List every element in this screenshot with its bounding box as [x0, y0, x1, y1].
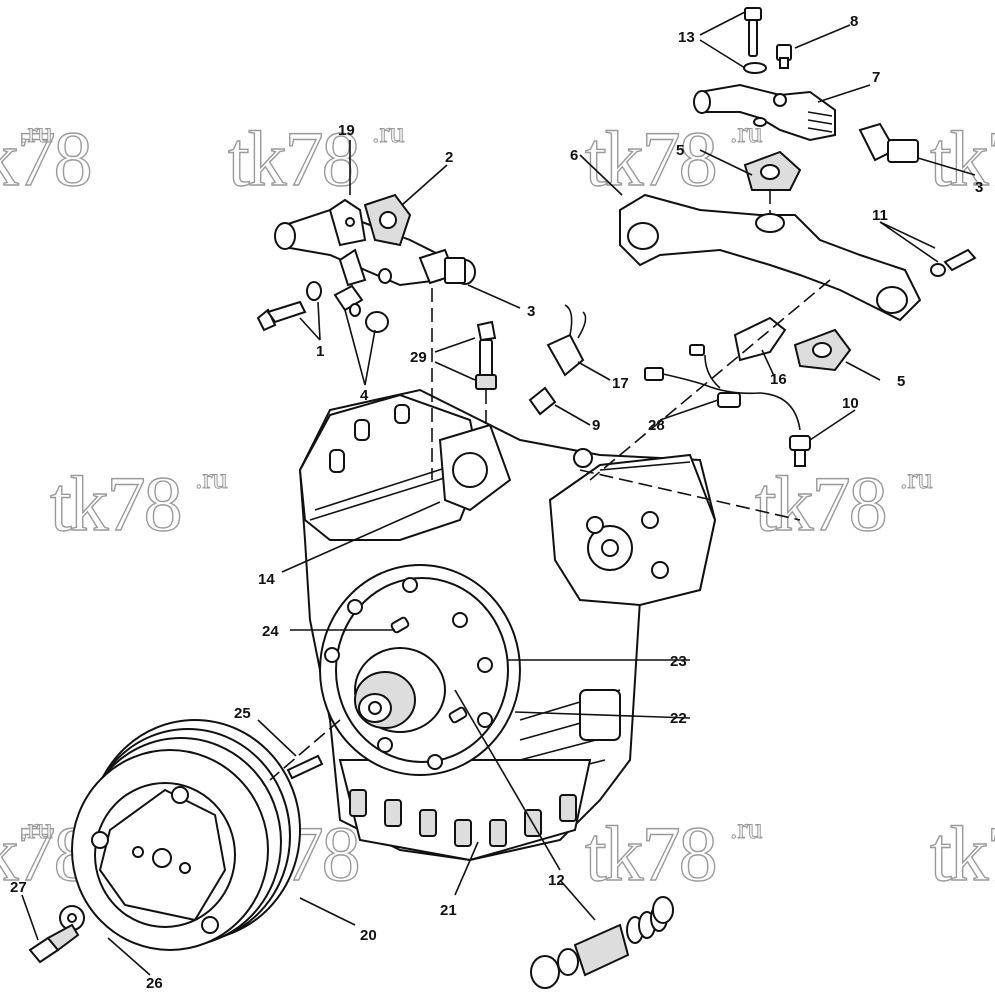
callout-29: 29	[410, 349, 427, 366]
callout-28: 28	[648, 417, 665, 434]
assembly-lines	[269, 190, 831, 781]
callout-24: 24	[262, 623, 279, 640]
callout-21: 21	[440, 902, 457, 919]
watermark-text: tk78	[930, 115, 995, 202]
callout-27: 27	[10, 879, 27, 896]
fitting-9	[528, 386, 557, 416]
callout-26: 26	[146, 975, 163, 992]
pulley-20	[71, 719, 301, 951]
watermark-text: tk78	[585, 810, 716, 897]
callout-5: 5	[897, 373, 905, 390]
callout-3: 3	[527, 303, 535, 320]
leader-lines	[21, 11, 976, 976]
callout-9: 9	[592, 417, 600, 434]
bolt-1	[256, 281, 322, 332]
wire-28	[644, 354, 801, 431]
watermark-sup: .ru	[20, 116, 53, 149]
switch-16	[689, 316, 787, 362]
fitting-3-left	[418, 248, 476, 285]
seal-cover-plate	[319, 564, 521, 776]
fitting-3-right	[858, 122, 919, 163]
fitting-7	[693, 83, 836, 142]
bolt-11	[930, 248, 977, 277]
key-25	[286, 754, 324, 780]
callout-6: 6	[570, 147, 578, 164]
callout-12: 12	[548, 872, 565, 889]
plug-8	[776, 44, 792, 69]
callout-labels: 1 2 3 3 4 5 5 6 7 8 9 10 11 12 13 14 16 …	[10, 13, 983, 992]
callout-2: 2	[445, 149, 453, 166]
watermark-sup: .ru	[900, 462, 933, 495]
watermark-text: tk78	[585, 115, 716, 202]
washer-26	[59, 905, 85, 931]
gasket-5-top	[743, 150, 802, 191]
switch-17	[546, 304, 587, 377]
watermark-text: tk78	[0, 115, 91, 202]
seal-kit-12	[530, 896, 674, 989]
callout-10: 10	[842, 395, 859, 412]
sensor-10	[789, 435, 811, 467]
callout-19: 19	[338, 122, 355, 139]
callout-22: 22	[670, 710, 687, 727]
watermark-sup: .ru	[20, 812, 53, 845]
callout-5: 5	[676, 142, 684, 159]
callout-7: 7	[872, 69, 880, 86]
callout-11: 11	[872, 207, 888, 224]
watermark-sup: .ru	[730, 812, 763, 845]
fitting-4	[333, 268, 392, 333]
callout-23: 23	[670, 653, 687, 670]
watermark-text: tk78	[228, 115, 359, 202]
gasket-5-bottom	[793, 328, 852, 372]
watermark-text: tk78	[50, 460, 181, 547]
callout-3: 3	[975, 179, 983, 196]
callout-8: 8	[850, 13, 858, 30]
suction-manifold-19	[274, 198, 441, 287]
callout-14: 14	[258, 571, 275, 588]
stud-29	[475, 320, 497, 390]
callout-1: 1	[316, 343, 324, 360]
watermark-text: tk78	[930, 810, 995, 897]
watermark-sup: .ru	[195, 462, 228, 495]
callout-13: 13	[678, 29, 695, 46]
callout-16: 16	[770, 371, 787, 388]
callout-17: 17	[612, 375, 629, 392]
callout-4: 4	[360, 387, 369, 404]
gasket-2	[363, 193, 412, 247]
watermark-sup: .ru	[372, 116, 405, 149]
callout-25: 25	[234, 705, 251, 722]
watermark-text: tk78	[755, 460, 886, 547]
bolt-13	[743, 7, 767, 74]
discharge-manifold-6	[619, 193, 922, 322]
bolt-27	[28, 923, 80, 964]
callout-20: 20	[360, 927, 377, 944]
